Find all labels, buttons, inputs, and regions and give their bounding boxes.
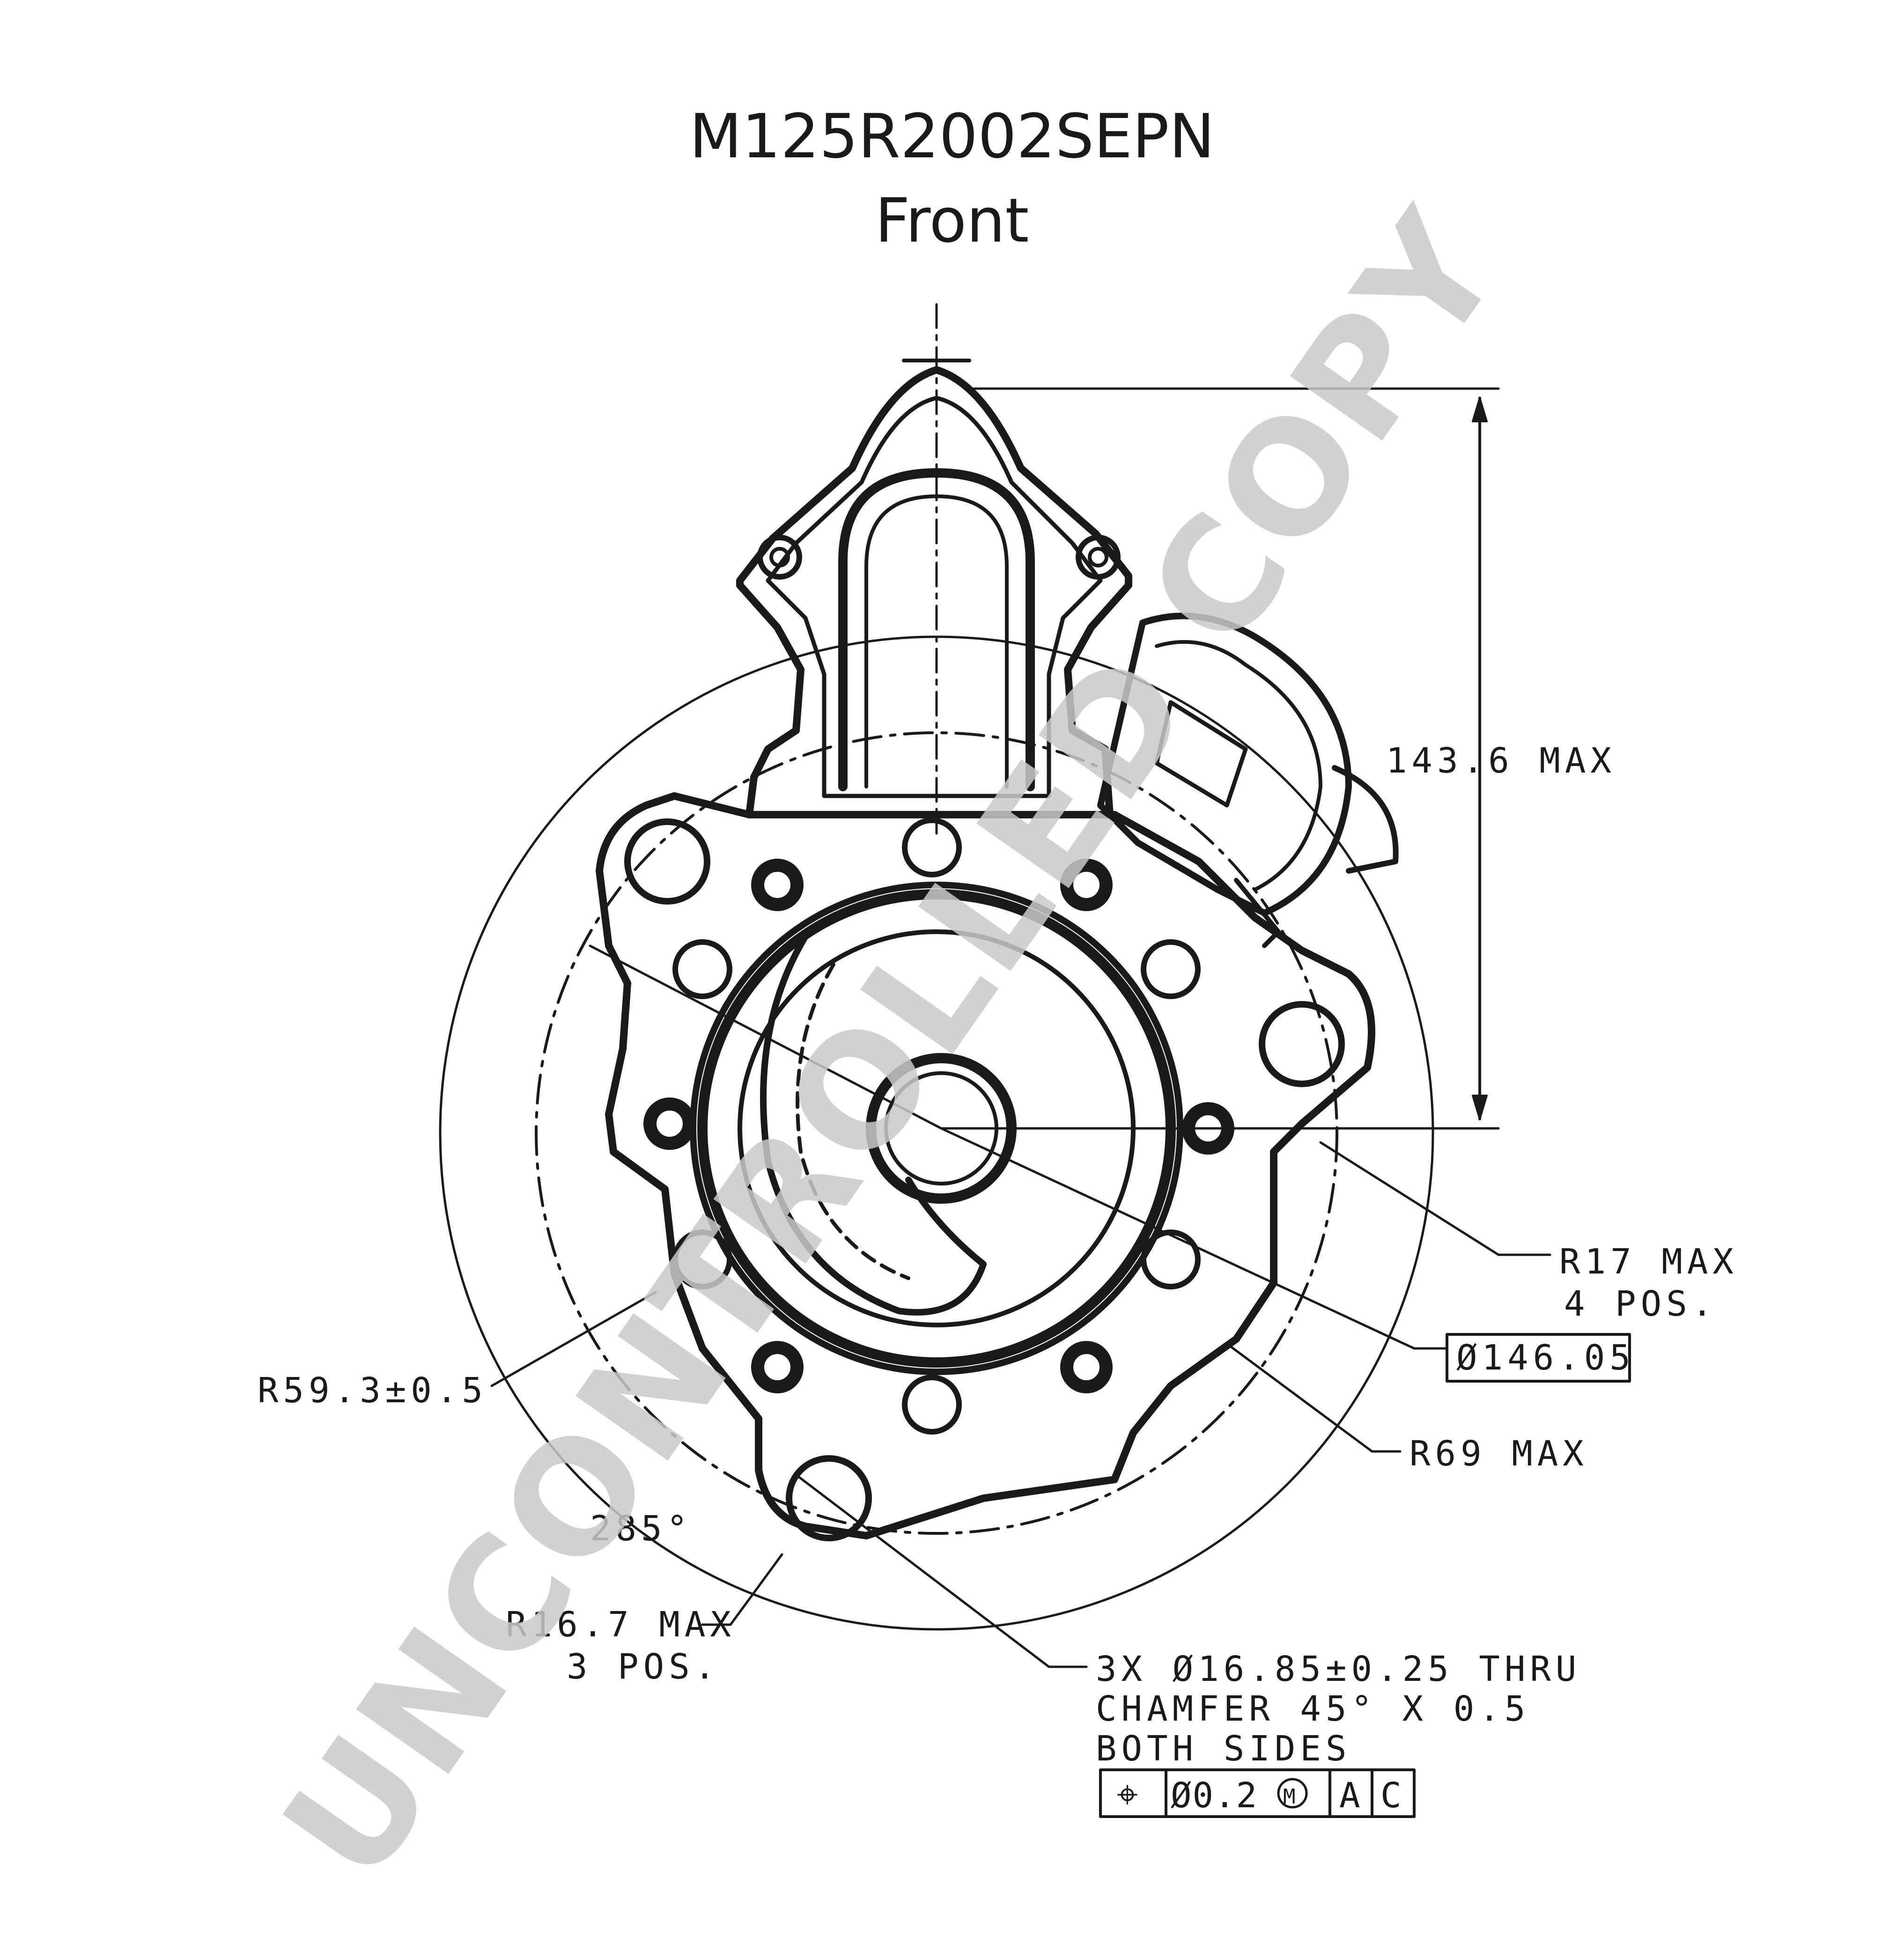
r59-leader-lower — [490, 1291, 657, 1387]
height-dim-label: 143.6 MAX — [1386, 741, 1616, 781]
r17-label-line2: 4 POS. — [1564, 1284, 1717, 1324]
r16-label-line1: R16.7 MAX — [506, 1605, 736, 1645]
mounting-hole-top-left — [624, 818, 710, 905]
r16-leader — [729, 1553, 783, 1626]
mounting-flange — [596, 792, 1375, 1539]
pilot-diameter-label: Ø146.05 — [1456, 1338, 1635, 1378]
hole-spec-line1: 3X Ø16.85±0.25 THRU — [1096, 1649, 1581, 1689]
tolerance-value: Ø0.2 — [1171, 1775, 1258, 1816]
mounting-hole-bottom — [786, 1455, 872, 1541]
r16-label-line2: 3 POS. — [567, 1647, 720, 1687]
nose-bolt-holes — [643, 817, 1234, 1435]
hole-spec-line3: BOTH SIDES — [1096, 1729, 1351, 1769]
pilot-leader — [940, 1127, 1416, 1350]
feature-control-frame — [1099, 1768, 1416, 1818]
bolt-circle — [535, 731, 1338, 1535]
angle-label: 285° — [590, 1509, 692, 1549]
r17-leader — [1319, 1141, 1500, 1256]
r69-leader — [1225, 1342, 1373, 1453]
part-number-title: M125R2002SEPN — [689, 101, 1215, 172]
mounting-hole-right — [1259, 1001, 1345, 1087]
height-arrow-bottom — [1472, 1095, 1488, 1120]
hole-leader — [795, 1473, 1050, 1668]
position-tolerance-icon: ⌖ — [1117, 1773, 1138, 1816]
pilot-diameter-box — [1446, 1333, 1631, 1383]
datum-c: C — [1380, 1775, 1402, 1816]
r59-leader — [589, 944, 943, 1130]
view-title: Front — [875, 185, 1029, 256]
datum-a: A — [1339, 1775, 1360, 1816]
r59-label: R59.3±0.5 — [258, 1370, 487, 1411]
r17-label-line1: R17 MAX — [1559, 1242, 1738, 1282]
r69-label: R69 MAX — [1410, 1434, 1588, 1474]
terminal-connector — [1097, 612, 1399, 948]
hole-spec-line2: CHAMFER 45° X 0.5 — [1096, 1689, 1530, 1729]
height-arrow-top — [1472, 397, 1488, 422]
max-material-modifier: M — [1283, 1785, 1296, 1809]
